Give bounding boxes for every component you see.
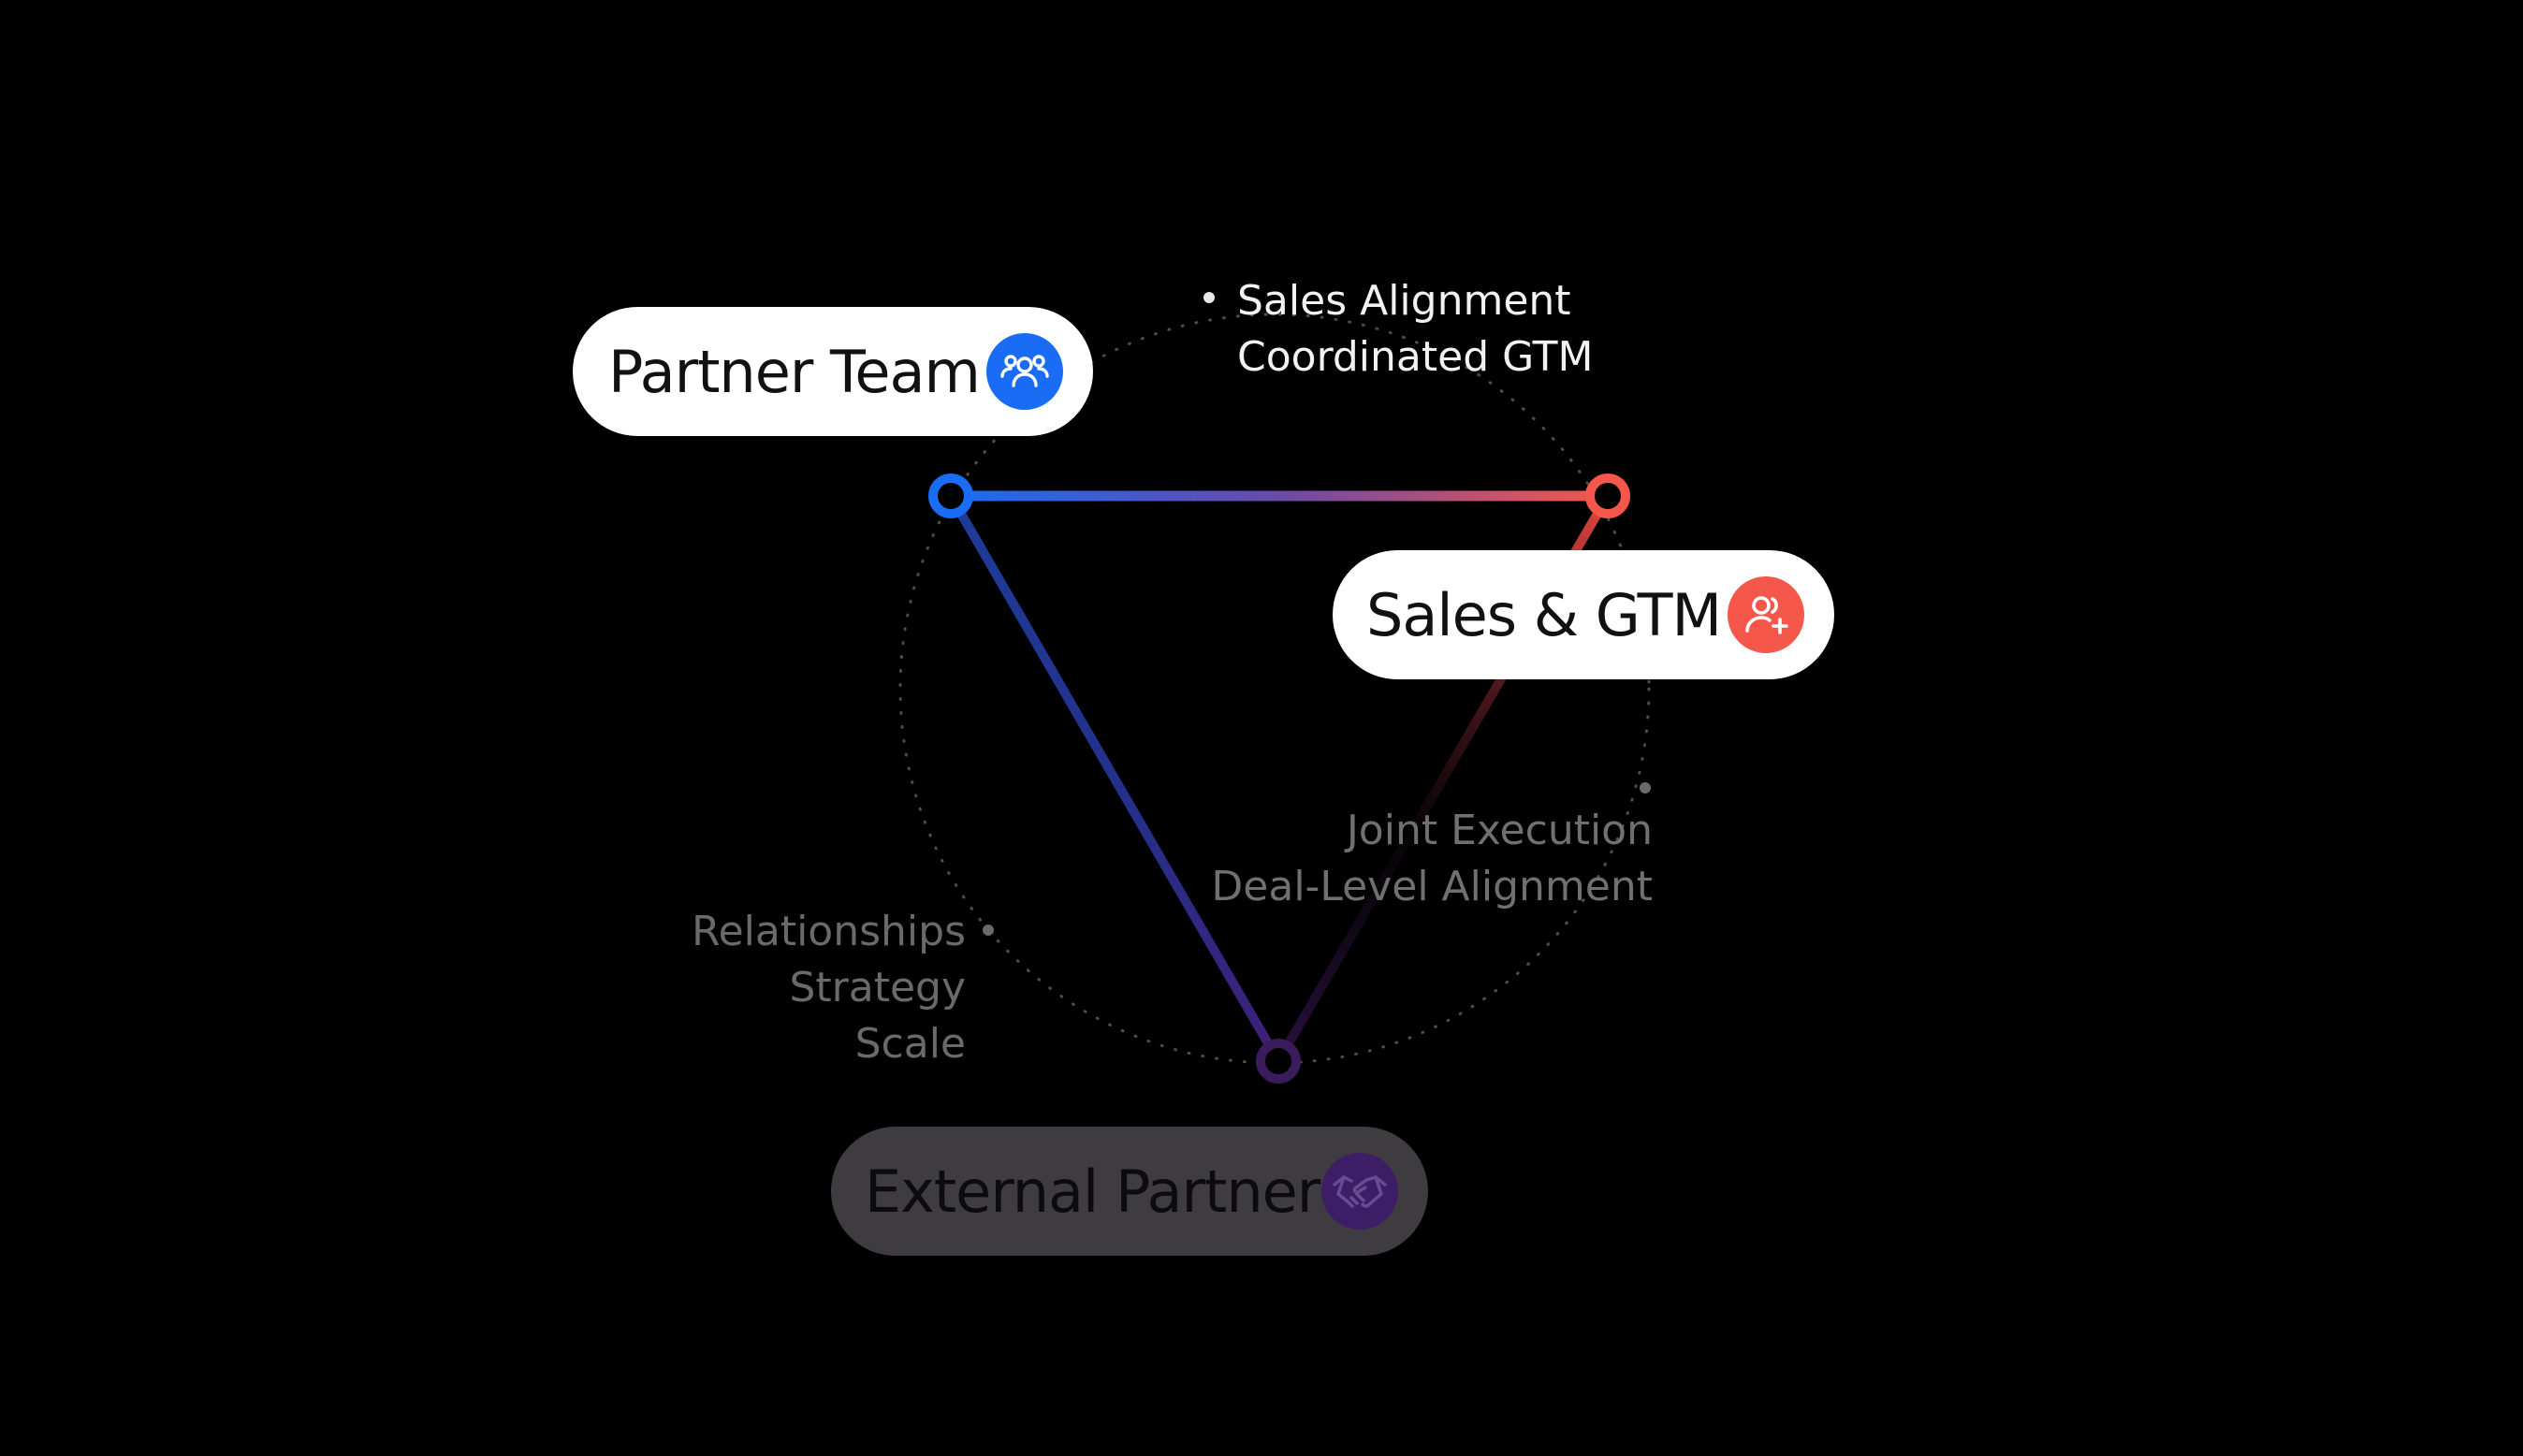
annotation-line: Scale bbox=[854, 1020, 966, 1068]
handshake-icon bbox=[1321, 1153, 1398, 1230]
annotation-line: Joint Execution bbox=[1346, 807, 1653, 854]
bullet-relationships bbox=[983, 925, 994, 936]
annotation-line: Coordinated GTM bbox=[1237, 333, 1594, 381]
bullet-sales-alignment bbox=[1203, 292, 1215, 303]
add-user-icon bbox=[1728, 576, 1804, 653]
node-partner-team-label: Partner Team bbox=[608, 337, 981, 406]
orbit-ring bbox=[898, 313, 1651, 1065]
annotation-line: Sales Alignment bbox=[1237, 277, 1571, 325]
vertex-sales-gtm bbox=[1585, 473, 1630, 518]
vertex-external-partner bbox=[1256, 1039, 1301, 1084]
node-sales-gtm[interactable]: Sales & GTM bbox=[1333, 550, 1834, 679]
annotation-line: Deal-Level Alignment bbox=[1211, 863, 1653, 910]
annotation-line: Strategy bbox=[789, 964, 966, 1012]
bullet-joint-execution bbox=[1640, 782, 1651, 794]
team-icon bbox=[986, 333, 1063, 410]
node-external-partner-label: External Partner bbox=[865, 1157, 1320, 1226]
vertex-partner-team bbox=[928, 473, 973, 518]
annotation-line: Relationships bbox=[691, 908, 966, 955]
node-sales-gtm-label: Sales & GTM bbox=[1366, 580, 1722, 649]
node-partner-team[interactable]: Partner Team bbox=[573, 307, 1093, 436]
annotation-relationships: Relationships Strategy Scale bbox=[655, 904, 966, 1072]
node-external-partner[interactable]: External Partner bbox=[831, 1127, 1428, 1256]
annotation-joint-execution: Joint Execution Deal-Level Alignment bbox=[1123, 803, 1653, 915]
annotation-sales-alignment: Sales Alignment Coordinated GTM bbox=[1237, 273, 1594, 386]
edge-partner-to-external bbox=[946, 491, 1283, 1066]
